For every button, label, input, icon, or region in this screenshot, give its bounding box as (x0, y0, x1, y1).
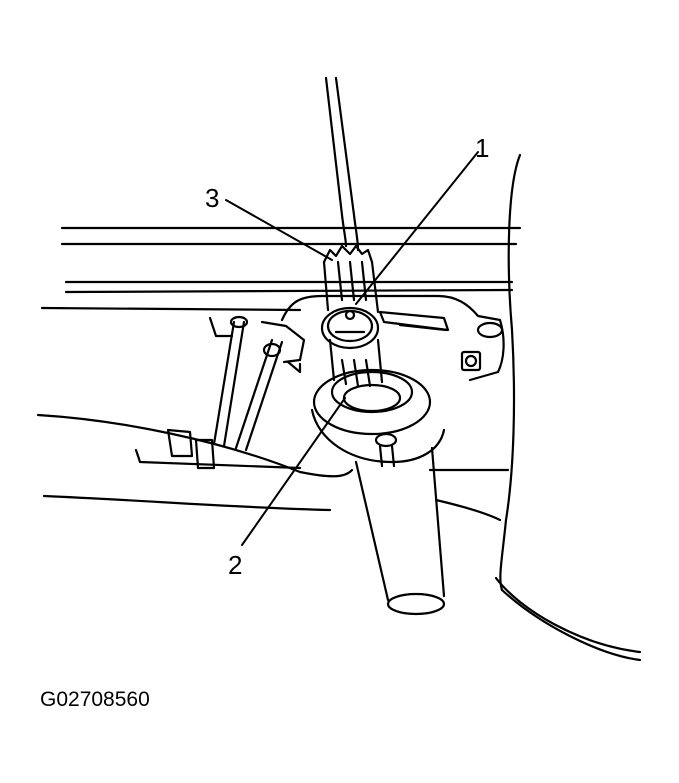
splined-shaft (322, 244, 384, 388)
housing-outline (494, 153, 642, 662)
frame-rails (40, 226, 522, 312)
callout-1-label: 1 (475, 133, 490, 163)
leader-lines (225, 151, 479, 546)
bearing-seal (310, 368, 446, 468)
callout-3-label: 3 (205, 183, 220, 213)
control-rod (324, 76, 360, 252)
dial-indicator (320, 306, 380, 350)
linkage-rods (134, 315, 306, 470)
figure-id: G02708560 (40, 688, 150, 711)
floor-outline (36, 413, 510, 522)
extension-tube (354, 446, 446, 616)
mounting-bracket (208, 294, 505, 382)
callout-2-label: 2 (228, 550, 243, 580)
